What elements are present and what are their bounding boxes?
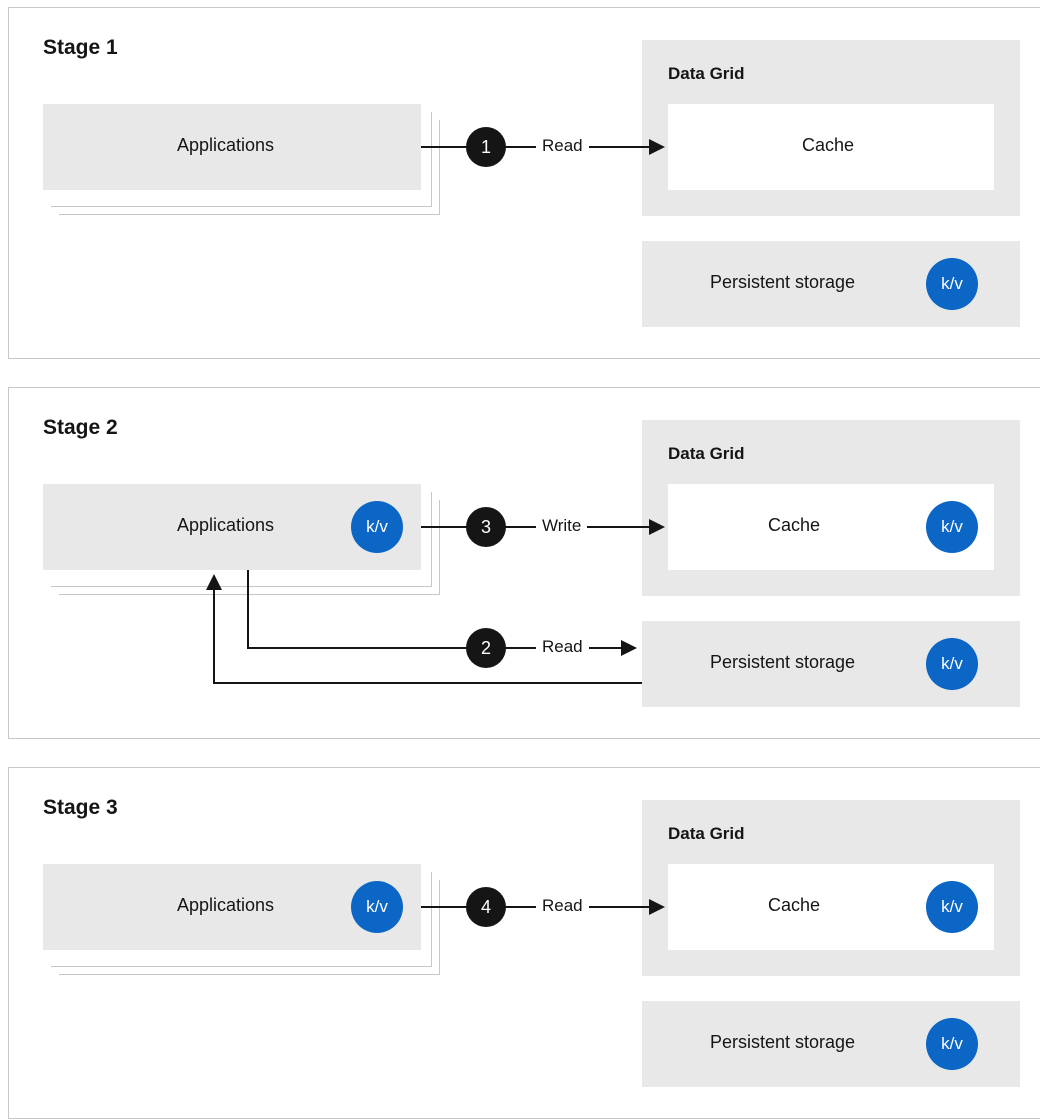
- persistent-storage-label: Persistent storage: [710, 1032, 856, 1052]
- applications-stack-shadow: [59, 880, 440, 975]
- read-arrow-label: Read: [536, 136, 589, 156]
- flow-lines: [206, 519, 665, 684]
- applications-stack-shadow: [51, 112, 432, 207]
- applications-stack-shadow: [51, 872, 432, 967]
- data-grid-box: Data Grid Cache: [642, 40, 1020, 216]
- stage-title: Stage 3: [43, 796, 118, 819]
- persistent-storage-label: Persistent storage: [710, 652, 856, 672]
- data-grid-title: Data Grid: [668, 64, 745, 83]
- applications-box: Applications k/v: [43, 864, 421, 950]
- applications-stack-shadow: [59, 120, 440, 215]
- step-1-marker: 1: [466, 127, 506, 167]
- read-arrow-label: Read: [536, 896, 589, 916]
- stage-2-panel: Stage 2 Applications k/v Data Grid Cache…: [8, 387, 1040, 739]
- kv-badge: k/v: [926, 1018, 978, 1070]
- read-arrow-label: Read: [536, 637, 589, 657]
- cache-box: Cache k/v: [668, 484, 994, 570]
- persistent-storage-box: Persistent storage k/v: [642, 621, 1020, 707]
- persistent-storage-box: Persistent storage k/v: [642, 241, 1020, 327]
- kv-badge: k/v: [926, 881, 978, 933]
- applications-label: Applications: [177, 895, 275, 915]
- step-3-marker: 3: [466, 507, 506, 547]
- data-grid-box: Data Grid Cache k/v: [642, 420, 1020, 596]
- data-grid-box: Data Grid Cache k/v: [642, 800, 1020, 976]
- applications-box: Applications: [43, 104, 421, 190]
- flow-lines: [421, 139, 665, 155]
- persistent-storage-label: Persistent storage: [710, 272, 856, 292]
- flow-lines: [421, 899, 665, 915]
- applications-stack-shadow: [51, 492, 432, 587]
- kv-badge: k/v: [351, 881, 403, 933]
- stage-3-panel: Stage 3 Applications k/v Data Grid Cache…: [8, 767, 1040, 1119]
- cache-box: Cache k/v: [668, 864, 994, 950]
- stage-title: Stage 2: [43, 416, 118, 439]
- cache-box: Cache: [668, 104, 994, 190]
- write-arrow-label: Write: [536, 516, 588, 536]
- kv-badge: k/v: [351, 501, 403, 553]
- persistent-storage-box: Persistent storage k/v: [642, 1001, 1020, 1087]
- kv-badge: k/v: [926, 638, 978, 690]
- stage-title: Stage 1: [43, 36, 118, 59]
- cache-label: Cache: [802, 135, 855, 155]
- step-2-marker: 2: [466, 628, 506, 668]
- kv-badge: k/v: [926, 501, 978, 553]
- step-4-marker: 4: [466, 887, 506, 927]
- applications-box: Applications k/v: [43, 484, 421, 570]
- cache-label: Cache: [768, 895, 821, 915]
- applications-stack-shadow: [59, 500, 440, 595]
- stage-1-panel: Stage 1 Applications Data Grid Cache Per…: [8, 7, 1040, 359]
- cache-label: Cache: [768, 515, 821, 535]
- data-grid-title: Data Grid: [668, 824, 745, 843]
- applications-label: Applications: [177, 135, 275, 155]
- applications-label: Applications: [177, 515, 275, 535]
- kv-badge: k/v: [926, 258, 978, 310]
- data-grid-title: Data Grid: [668, 444, 745, 463]
